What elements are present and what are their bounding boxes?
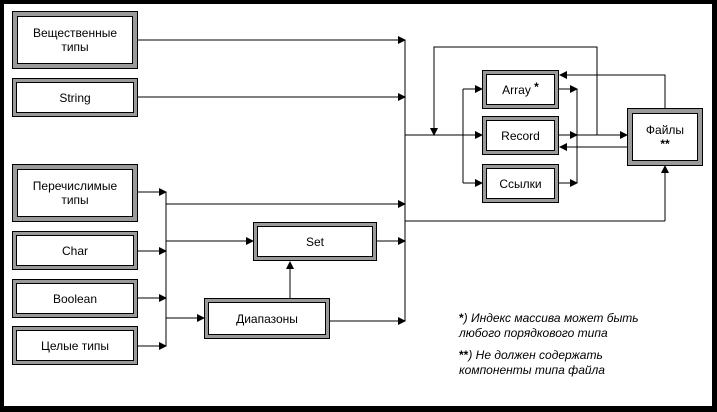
box-integer-types-label: Целые типы [16, 330, 134, 361]
box-range: Диапазоны [204, 298, 330, 339]
edge-loop-back [430, 46, 598, 136]
box-files-label: Файлы [645, 123, 685, 137]
box-files-mark: ** [660, 137, 670, 151]
box-set-label: Set [257, 226, 373, 257]
box-pointer: Ссылки [482, 164, 559, 203]
box-enum-types-label: Перечислимые типы [17, 169, 133, 217]
box-real-types-label: Вещественные типы [17, 16, 133, 64]
box-record-label: Record [486, 120, 555, 151]
box-array: Array * [482, 70, 559, 109]
box-array-label: Array [502, 82, 531, 97]
footnote-1-line1: ) Индекс массива может быть [463, 311, 639, 325]
footnote-file-component: **) Не должен содержать компоненты типа … [459, 348, 605, 378]
footnote-2-mark: ** [459, 348, 469, 362]
box-range-label: Диапазоны [208, 302, 326, 335]
footnote-2-line1: ) Не должен содержать [468, 348, 603, 362]
box-boolean: Boolean [12, 279, 138, 318]
box-pointer-label: Ссылки [486, 168, 555, 199]
footnote-array-index: *) Индекс массива может быть любого поря… [459, 311, 639, 341]
edge-files-to-array [559, 71, 666, 108]
box-boolean-label: Boolean [16, 283, 134, 314]
box-string: String [12, 78, 138, 117]
box-array-inner: Array * [486, 74, 555, 105]
box-char: Char [12, 231, 138, 270]
box-enum-types: Перечислимые типы [12, 164, 138, 222]
box-string-label: String [16, 82, 134, 113]
box-files: Файлы ** [627, 108, 703, 166]
box-record: Record [482, 116, 559, 155]
box-real-types: Вещественные типы [12, 11, 138, 69]
box-integer-types: Целые типы [12, 326, 138, 365]
box-set: Set [253, 222, 377, 261]
box-files-inner: Файлы ** [632, 113, 698, 161]
footnote-1-line2: любого порядкового типа [459, 326, 608, 340]
box-array-mark: * [534, 79, 539, 94]
footnote-2-line2: компоненты типа файла [459, 363, 605, 377]
footnote-1-mark: * [459, 311, 464, 325]
box-char-label: Char [16, 235, 134, 266]
